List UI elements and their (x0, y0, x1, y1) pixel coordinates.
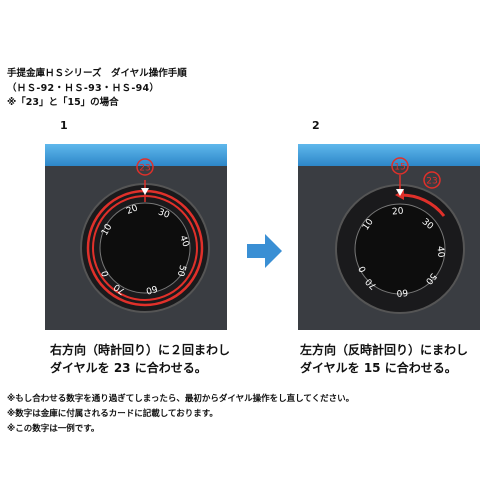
step-1-panel: 23 0 10 20 30 40 50 60 70 (45, 144, 227, 330)
footnote-overshoot: ※もし合わせる数字を通り過ぎてしまったら、最初からダイヤル操作をし直してください… (7, 394, 355, 404)
previous-number-text: 23 (426, 177, 437, 187)
start-number-text: 15 (394, 163, 405, 173)
dial-face (354, 203, 446, 295)
pointer-triangle (396, 189, 404, 196)
dial-number-60: 60 (144, 283, 158, 296)
start-number-badge (391, 157, 409, 175)
dial-number-30: 30 (157, 207, 171, 220)
step-1-caption-line-2: ダイヤルを 23 に合わせる。 (50, 361, 207, 375)
model-list: （ＨＳ-92・ＨＳ-93・ＨＳ-94） (7, 83, 160, 94)
previous-number-badge (423, 171, 441, 189)
dial-number-0: 0 (357, 264, 369, 274)
safe-lid-band (298, 144, 480, 166)
dial-number-50: 50 (175, 264, 188, 278)
dial-face (99, 202, 191, 294)
next-step-arrow-icon (247, 234, 282, 268)
dial-number-40: 40 (435, 246, 446, 259)
example-note: ※「23」と「15」の場合 (7, 97, 119, 108)
safe-lid-band (45, 144, 227, 166)
dial-number-20: 20 (125, 203, 140, 217)
step-1-dial-illustration: 23 0 10 20 30 40 50 60 70 (80, 158, 210, 313)
counterclockwise-arc (399, 193, 446, 217)
dial-number-40: 40 (177, 234, 190, 248)
step-2-caption-line-2: ダイヤルを 15 に合わせる。 (300, 361, 457, 375)
step-2-dial-illustration: 15 23 0 10 20 30 40 50 60 70 (335, 157, 465, 314)
step-2-number: 2 (312, 119, 320, 132)
footnote-card: ※数字は金庫に付属されるカードに記載しております。 (7, 409, 218, 419)
step-1-caption-line-1: 右方向（時計回り）に２回まわし (50, 343, 231, 357)
footnote-example: ※この数字は一例です。 (7, 424, 100, 434)
dial-number-0: 0 (100, 269, 111, 277)
title: 手提金庫ＨＳシリーズ ダイヤル操作手順 (7, 68, 187, 79)
target-number-badge (136, 158, 154, 176)
pointer-triangle (141, 188, 149, 195)
dial-number-20: 20 (392, 207, 405, 218)
dial-number-60: 60 (396, 287, 409, 298)
step-2-panel: 15 23 0 10 20 30 40 50 60 70 (298, 144, 480, 330)
step-2-caption-line-1: 左方向（反時計回り）にまわし (300, 343, 469, 357)
step-1-number: 1 (60, 119, 68, 132)
target-number-text: 23 (139, 164, 150, 174)
